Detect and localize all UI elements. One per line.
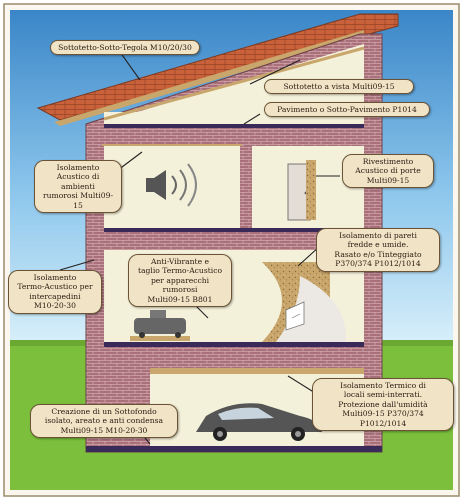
label-subfloor: Creazione di un Sottofondo isolato, area… bbox=[30, 404, 178, 439]
room-upper-left bbox=[104, 146, 240, 228]
label-cavity-insulation: Isolamento Termo-Acustico per intercaped… bbox=[8, 270, 102, 314]
machine-icon bbox=[130, 310, 190, 341]
label-floor-underfloor: Pavimento o Sotto-Pavimento P1014 bbox=[264, 102, 430, 118]
label-attic-visible: Sottotetto a vista Multi09-15 bbox=[264, 79, 414, 95]
label-roof-tile: Sottotetto-Sotto-Tegola M10/20/30 bbox=[50, 40, 200, 56]
roof bbox=[36, 13, 399, 121]
speaker-icon bbox=[146, 163, 197, 207]
label-door-cladding: Rivestimento Acustico di porte Multi09-1… bbox=[342, 154, 434, 189]
attic-floor bbox=[104, 124, 364, 128]
label-basement-thermal: Isolamento Termico di locali semi-interr… bbox=[312, 378, 454, 432]
door-icon bbox=[287, 160, 316, 221]
label-acoustic-rooms: Isolamento Acustico di ambienti rumorosi… bbox=[34, 160, 122, 214]
wall-corner-icon bbox=[285, 301, 305, 331]
label-cold-walls: Isolamento di pareti fredde e umide. Ras… bbox=[316, 228, 440, 272]
label-anti-vibration: Anti-Vibrante e taglio Termo-Acustico pe… bbox=[128, 254, 232, 308]
car-icon bbox=[196, 403, 322, 441]
roof-insulation bbox=[54, 30, 364, 126]
